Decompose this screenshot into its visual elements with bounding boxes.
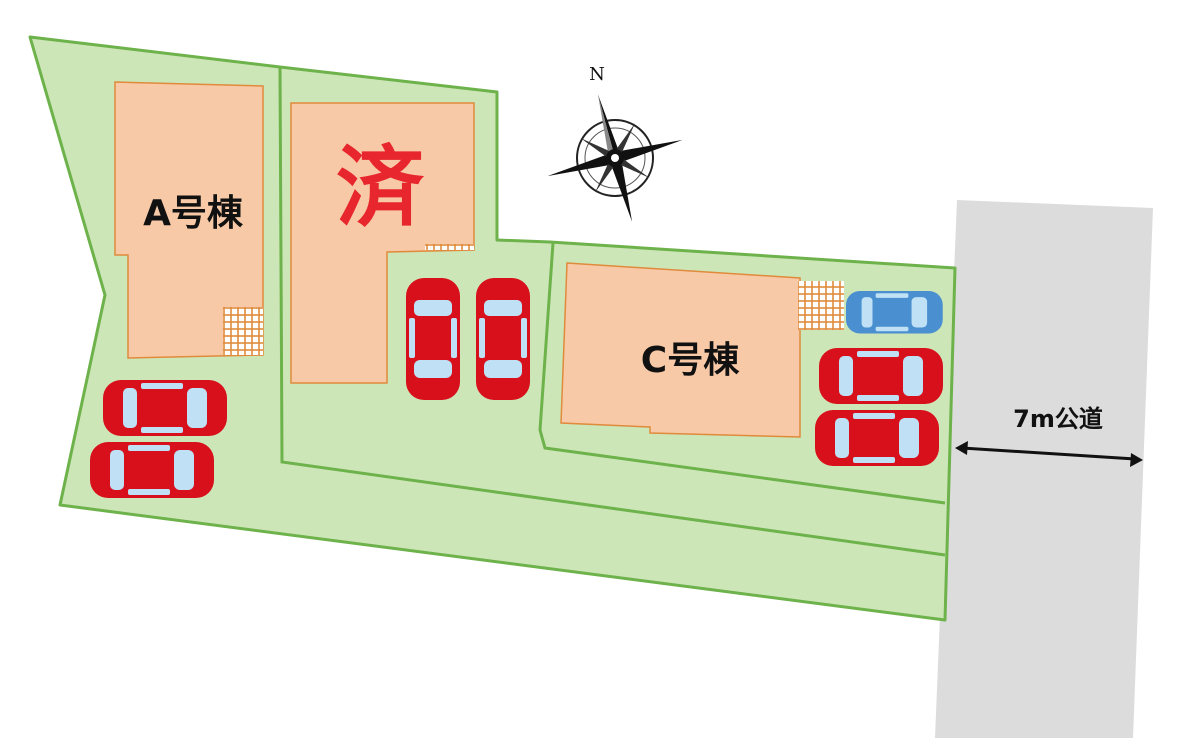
car-blue-c [846, 291, 943, 334]
building-c-label: C号棟 [641, 340, 740, 381]
car-red-a1 [103, 380, 227, 436]
compass-north-label: N [589, 64, 605, 85]
terrace-grid-a [223, 307, 263, 355]
building-a-label: A号棟 [143, 193, 244, 234]
road-label: 7m公道 [1013, 405, 1103, 433]
car-red-c1 [819, 348, 943, 404]
car-red-a2 [90, 442, 214, 498]
car-red-b2 [476, 278, 530, 400]
road-width-arrow [955, 441, 1143, 467]
sold-mark: 済 [336, 136, 425, 239]
building-c: C号棟 [560, 262, 844, 438]
car-red-c2 [815, 410, 939, 466]
compass-rose [547, 94, 683, 222]
terrace-grid-c [798, 281, 844, 330]
lot-dividers [278, 66, 946, 557]
car-red-b1 [406, 278, 460, 400]
building-b-sold: 済 [290, 102, 475, 384]
public-road [935, 200, 1153, 738]
building-a: A号棟 [114, 81, 264, 359]
